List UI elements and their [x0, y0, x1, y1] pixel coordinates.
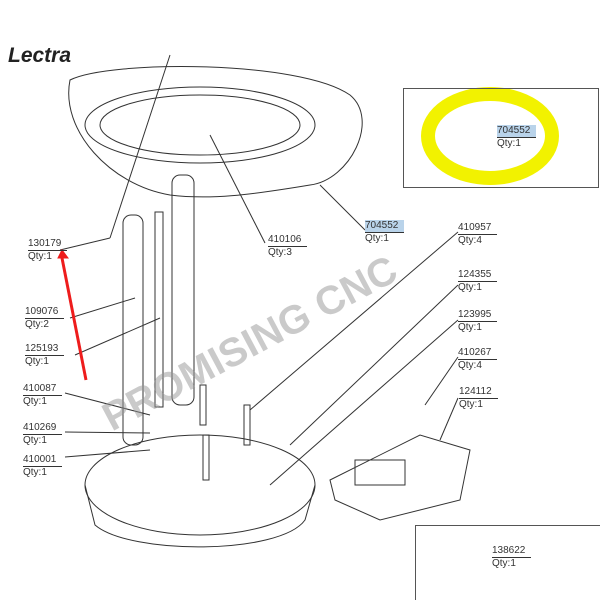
- part-qty: Qty:1: [459, 399, 483, 410]
- cover-outline: [68, 66, 363, 198]
- part-qty: Qty:1: [23, 467, 47, 478]
- part-qty: Qty:4: [458, 360, 482, 371]
- tube-right: [171, 174, 195, 406]
- part-number: 410269: [23, 422, 63, 435]
- brand-logo: Lectra: [8, 44, 72, 67]
- top-ring: [84, 86, 316, 164]
- part-number: 109076: [25, 306, 65, 319]
- part-number: 410087: [23, 383, 63, 396]
- tube-large: [122, 214, 144, 446]
- plate: [329, 434, 471, 521]
- part-number: 138622: [492, 545, 532, 558]
- part-qty: Qty:1: [23, 435, 47, 446]
- part-number: 124112: [459, 386, 498, 399]
- part-qty: Qty:3: [268, 247, 292, 258]
- part-qty: Qty:1: [23, 396, 47, 407]
- part-number: 130179: [28, 238, 68, 251]
- part-number: 125193: [25, 343, 65, 356]
- part-number: 704552: [497, 125, 537, 138]
- part-qty: Qty:1: [492, 558, 516, 569]
- screw: [243, 404, 251, 446]
- part-number: 704552: [365, 220, 405, 233]
- part-qty: Qty:1: [458, 322, 482, 333]
- part-qty: Qty:1: [497, 138, 521, 149]
- part-qty: Qty:1: [365, 233, 389, 244]
- inset-highlight-box: [403, 88, 599, 188]
- part-number: 410957: [458, 222, 498, 235]
- part-number: 124355: [458, 269, 498, 282]
- base: [84, 434, 316, 536]
- part-number: 410106: [268, 234, 308, 247]
- inset2-label[interactable]: 138622 Qty:1: [492, 545, 532, 570]
- inset-label[interactable]: 704552 Qty:1: [497, 125, 537, 150]
- part-number: 410267: [458, 347, 498, 360]
- yellow-ring: [421, 87, 559, 185]
- rod-thin: [154, 211, 164, 408]
- red-arrow: [60, 257, 88, 381]
- part-qty: Qty:4: [458, 235, 482, 246]
- part-qty: Qty:2: [25, 319, 49, 330]
- inset-box-2: [415, 525, 600, 600]
- part-number: 410001: [23, 454, 63, 467]
- part-qty: Qty:1: [25, 356, 49, 367]
- part-qty: Qty:1: [458, 282, 482, 293]
- part-qty: Qty:1: [28, 251, 52, 262]
- part-number: 123995: [458, 309, 498, 322]
